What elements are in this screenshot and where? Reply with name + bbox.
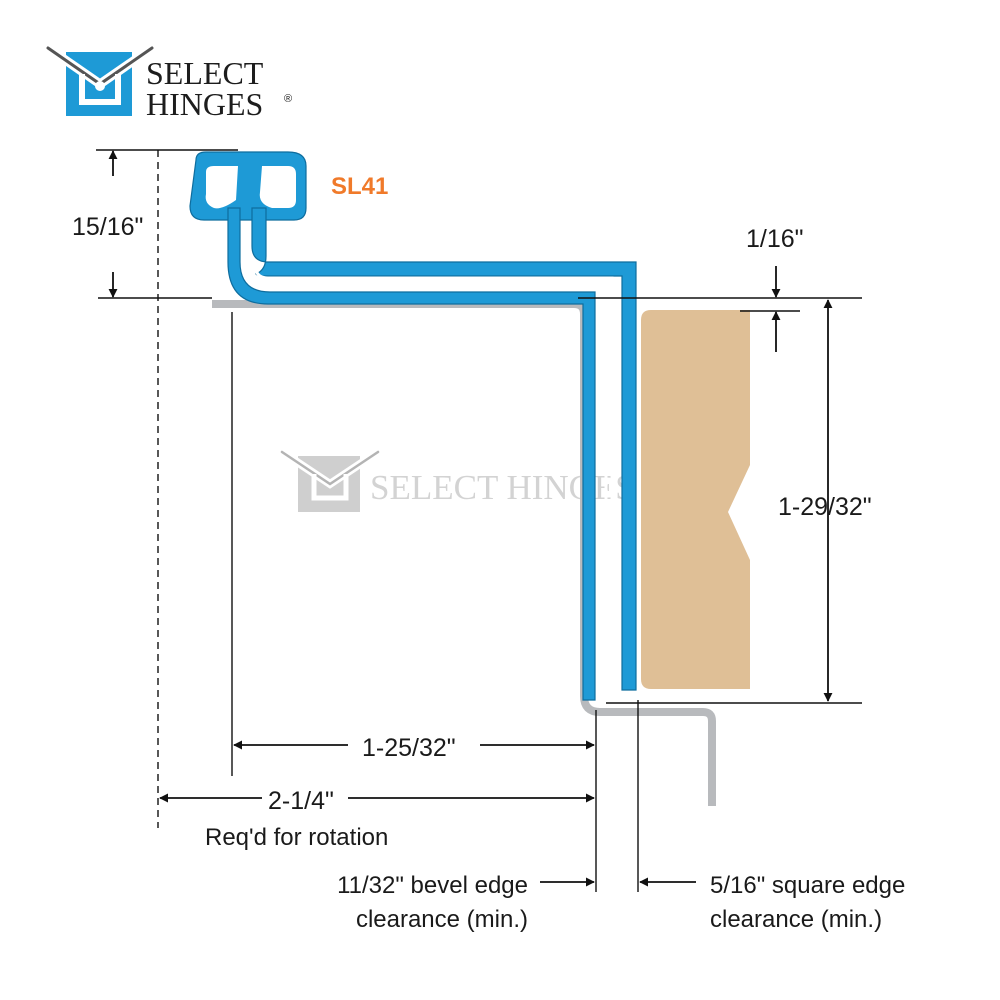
sl41-hinge-profile	[189, 151, 637, 701]
label-door-thickness: 1-29/32"	[778, 493, 872, 521]
watermark-logo-icon	[278, 448, 382, 512]
label-rotation-note: Req'd for rotation	[205, 824, 388, 851]
door-edge	[641, 310, 750, 689]
dimension-labels: 15/16" 1/16" 1-29/32" 1-25/32" 2-1/4" Re…	[72, 213, 905, 933]
brand-name-line1: SELECT	[146, 55, 264, 91]
label-leaf-width: 1-25/32"	[362, 734, 456, 762]
model-label: SL41	[331, 173, 388, 200]
select-hinges-logo-icon	[43, 43, 157, 116]
label-square-line2: clearance (min.)	[710, 906, 882, 933]
label-rotation-width: 2-1/4"	[268, 787, 334, 815]
brand-logo: SELECT HINGES ®	[43, 43, 292, 122]
label-top-gap: 1/16"	[746, 225, 804, 253]
label-bevel-line2: clearance (min.)	[356, 906, 528, 933]
label-height-leaf: 15/16"	[72, 213, 143, 241]
brand-name-line2: HINGES	[146, 86, 263, 122]
reference-lines	[96, 149, 862, 892]
dimension-arrows	[108, 150, 833, 887]
label-square-line1: 5/16" square edge	[710, 872, 905, 899]
registered-mark: ®	[284, 93, 292, 105]
label-bevel-line1: 11/32" bevel edge	[337, 872, 528, 899]
door-frame	[212, 300, 716, 806]
